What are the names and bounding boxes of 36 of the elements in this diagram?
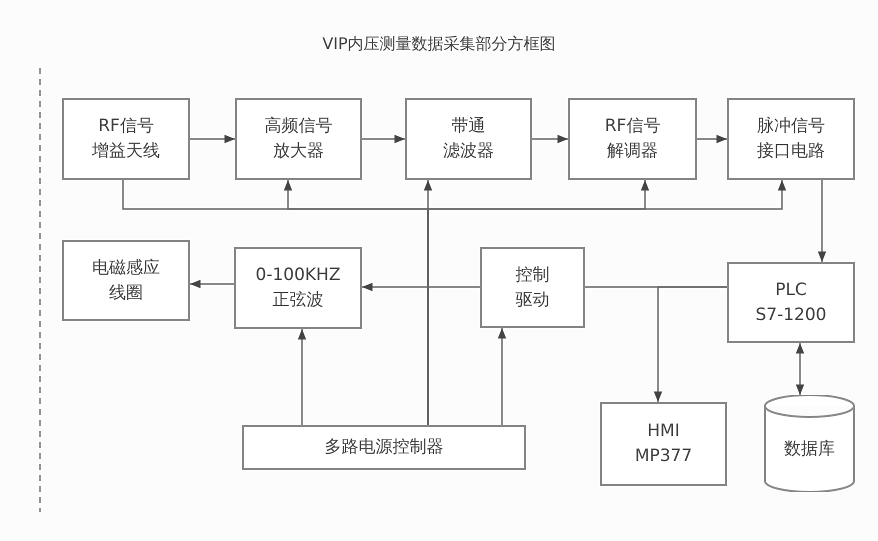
process-box <box>62 240 190 321</box>
box-label: 0-100KHZ 正弦波 <box>256 264 340 312</box>
arrow <box>697 134 727 144</box>
database-cylinder <box>764 395 855 492</box>
box-label: 多路电源控制器 <box>324 436 444 460</box>
arrow <box>298 329 306 425</box>
process-box <box>234 247 362 329</box>
box-label: 控制驱动 <box>516 264 550 312</box>
arrow <box>362 282 480 292</box>
diagram-title: VIP内压测量数据采集部分方框图 <box>321 34 557 55</box>
arrow <box>498 328 506 425</box>
box-label: RF信号解调器 <box>604 115 660 163</box>
process-box <box>480 247 585 328</box>
arrow <box>654 286 727 402</box>
process-box <box>405 98 532 180</box>
arrow <box>532 134 568 144</box>
arrow <box>190 280 234 288</box>
process-box <box>727 262 855 343</box>
box-label: 带通滤波器 <box>443 115 494 163</box>
arrow <box>190 134 235 144</box>
process-box <box>568 98 697 180</box>
box-label: 脉冲信号接口电路 <box>757 115 825 163</box>
process-box <box>600 402 727 486</box>
box-label: 电磁感应线圈 <box>92 256 160 304</box>
arrow <box>818 180 826 262</box>
box-label: RF信号增益天线 <box>92 115 160 163</box>
box-label: PLC S7-1200 <box>755 278 826 326</box>
process-box <box>62 98 190 180</box>
arrow <box>796 343 804 395</box>
box-label: 高频信号放大器 <box>264 115 332 163</box>
process-box <box>235 98 362 180</box>
box-label: 数据库 <box>784 438 835 462</box>
box-label: HMI MP377 <box>634 420 692 468</box>
process-box <box>242 425 526 470</box>
arrow <box>362 134 405 144</box>
process-box <box>727 98 855 180</box>
